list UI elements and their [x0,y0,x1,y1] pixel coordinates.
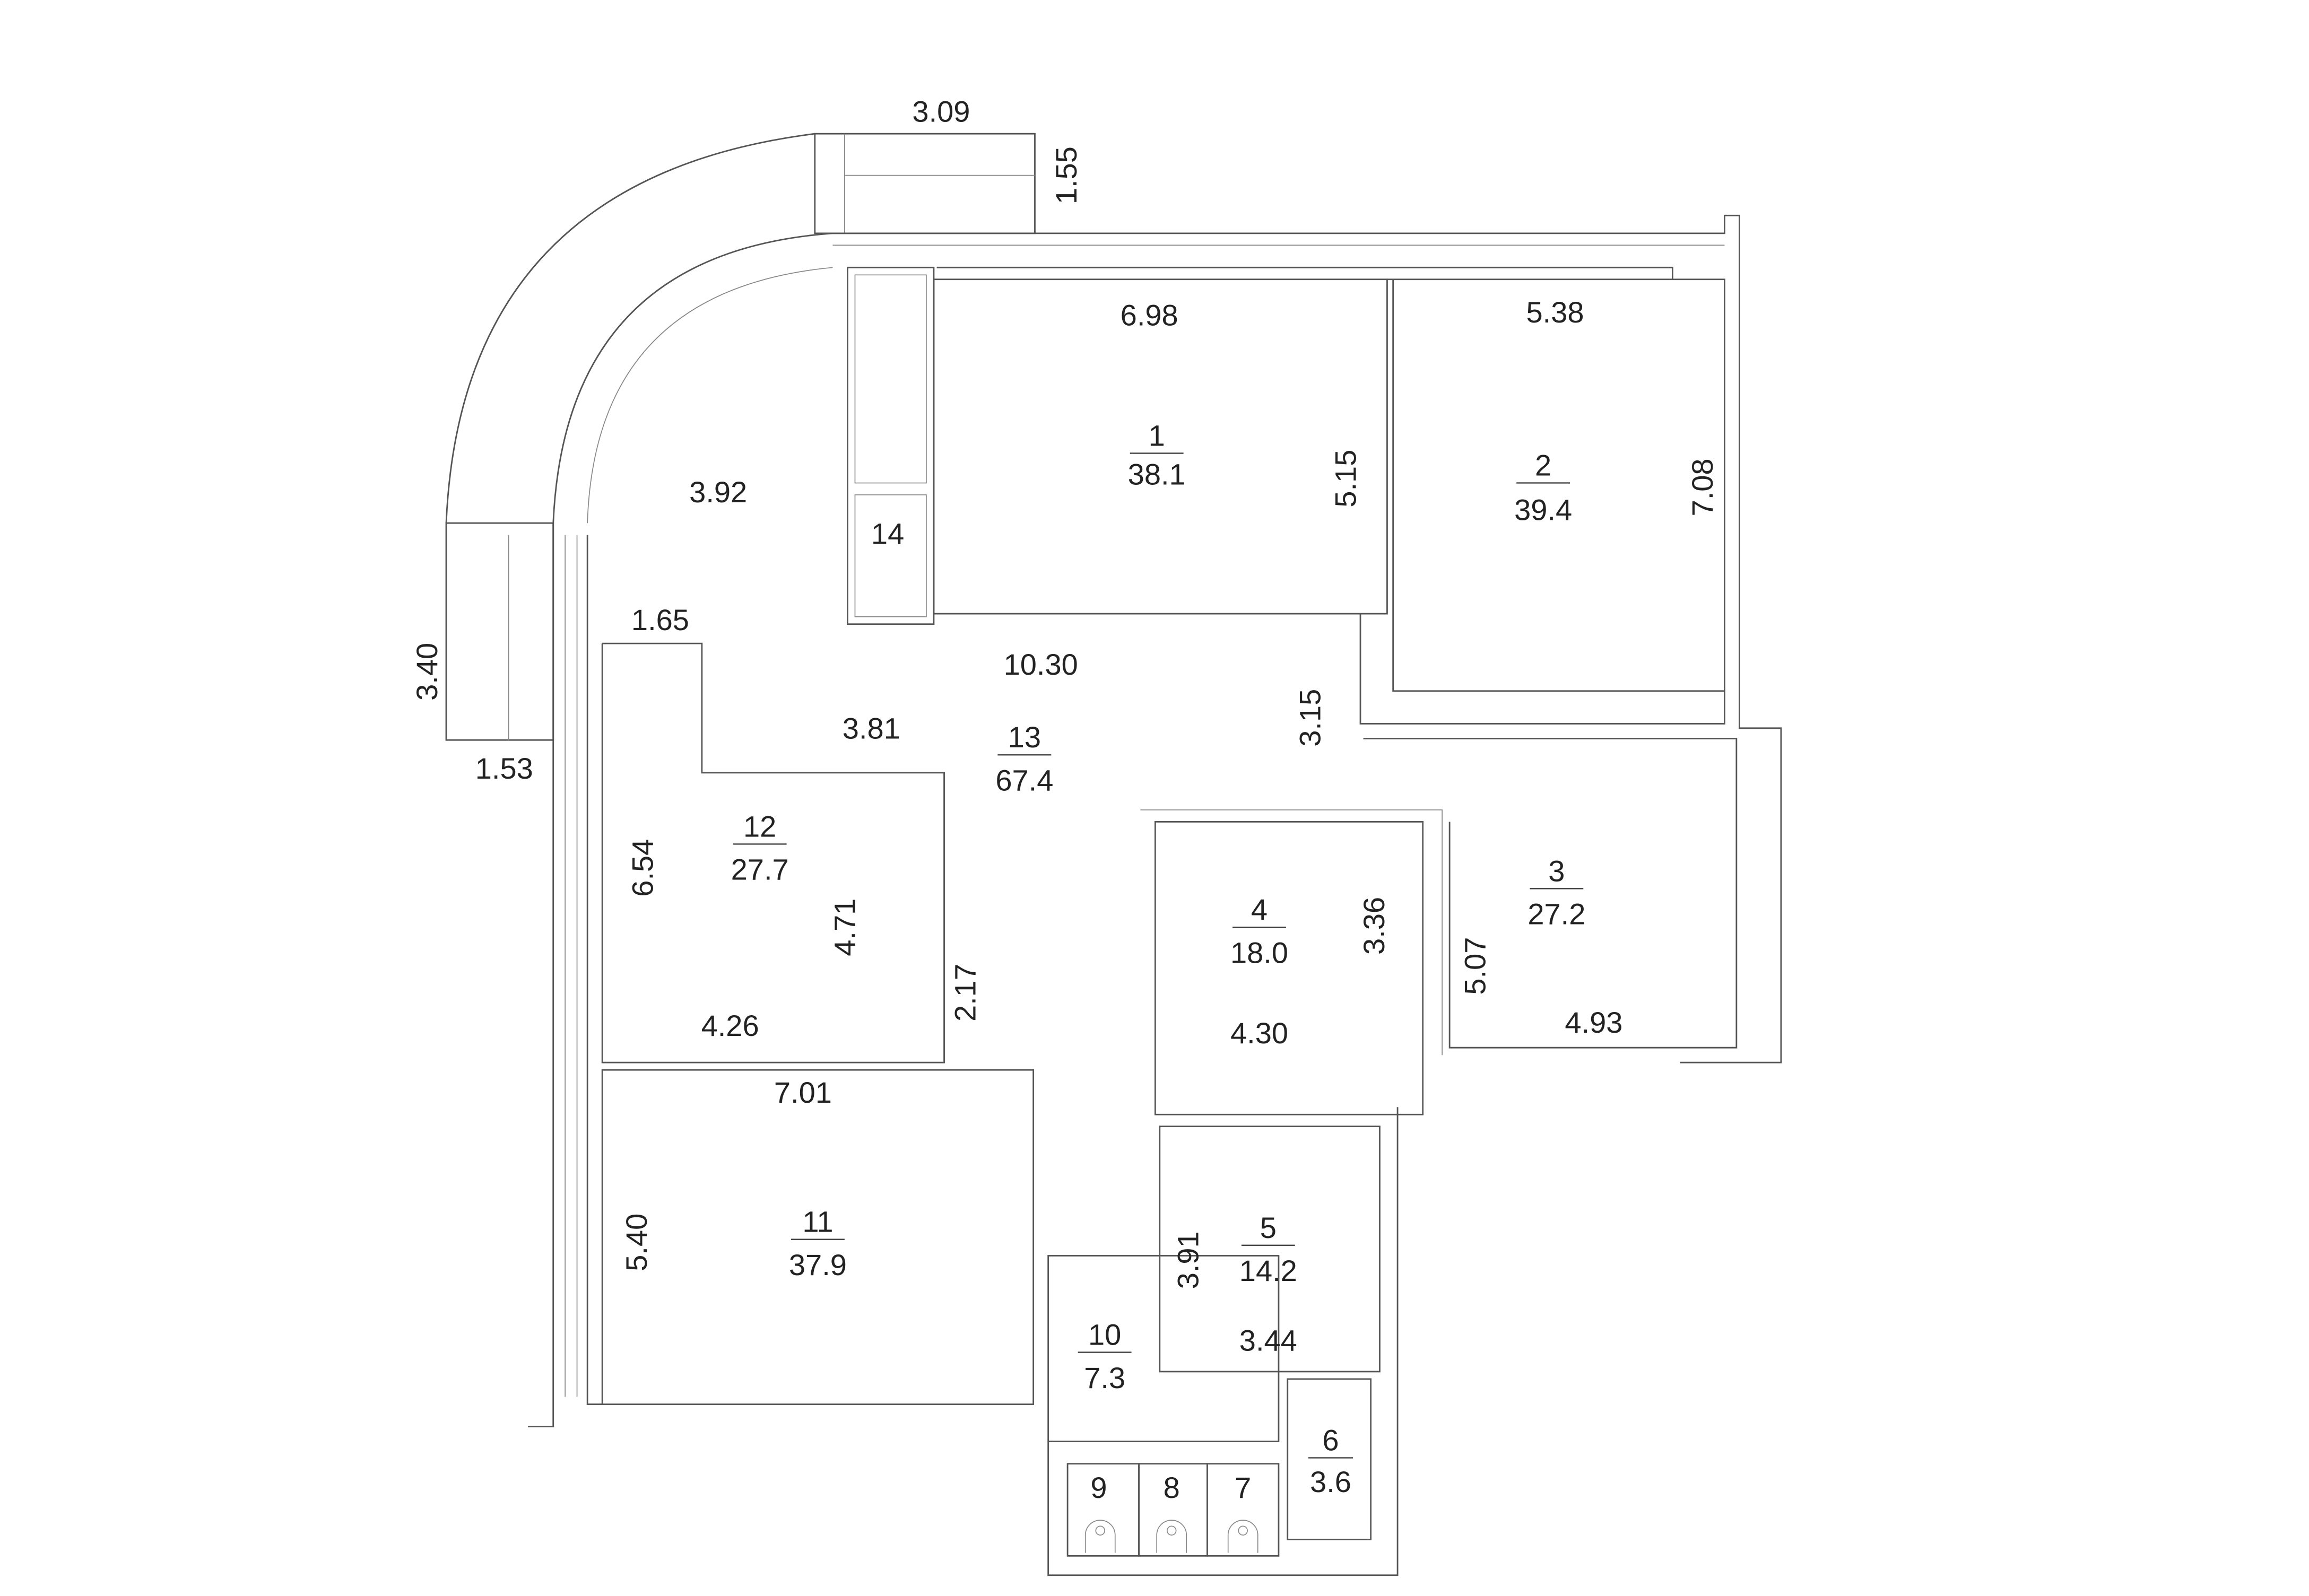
dim-passage: 2.17 [948,964,982,1022]
dim-room12-width: 4.26 [701,1009,759,1042]
dim-room12-top: 3.81 [843,711,900,745]
dim-room2-width: 5.38 [1526,295,1584,329]
room-13-area: 67.4 [995,763,1053,797]
dim-room5-width: 3.44 [1239,1324,1297,1357]
room-10-area: 7.3 [1084,1361,1125,1394]
room-1-area: 38.1 [1128,457,1186,491]
toilet-icon [1227,1520,1258,1553]
dim-balcony-depth: 1.55 [1049,146,1083,204]
dim-hall-length: 10.30 [1004,648,1078,681]
room-7-number: 7 [1235,1471,1251,1504]
room-9-number: 9 [1090,1471,1107,1504]
room-4-area: 18.0 [1230,936,1288,969]
room-6-number: 6 [1322,1423,1339,1457]
dim-side-balcony-width: 1.53 [475,752,533,785]
dim-room4-width: 4.30 [1230,1016,1288,1050]
room-11-area: 37.9 [789,1248,847,1281]
dim-room1-width: 6.98 [1121,299,1178,332]
room-3-number: 3 [1548,854,1565,887]
room-8-number: 8 [1164,1471,1180,1504]
room-5-area: 14.2 [1239,1254,1297,1287]
dim-corridor-width: 3.15 [1293,689,1326,747]
dim-room12-inner: 4.71 [828,899,861,956]
dim-room5-depth: 3.91 [1171,1231,1205,1289]
walls [445,133,1782,1576]
room-1-number: 1 [1149,419,1165,452]
room-4-number: 4 [1251,893,1268,926]
room-13-number: 13 [1008,720,1041,754]
room-12-area: 27.7 [731,853,789,886]
dim-room3-depth: 5.07 [1458,937,1491,995]
dim-room4-depth: 3.36 [1357,897,1391,955]
dim-room1-depth: 5.15 [1329,450,1362,508]
toilet-icon [1156,1520,1187,1553]
dim-hall-arc: 3.92 [689,475,747,509]
room-labels: 1 38.1 2 39.4 3 27.2 4 18.0 5 14.2 6 3.6… [731,419,1586,1505]
room-14-number: 14 [871,517,904,550]
dim-room11-depth: 5.40 [620,1214,653,1271]
room-11-number: 11 [802,1205,833,1239]
dimension-labels: 3.09 1.55 6.98 5.15 5.38 7.08 3.92 1.65 … [410,95,1719,1357]
room-6-area: 3.6 [1310,1465,1351,1498]
room-12-number: 12 [743,809,776,843]
room-2-area: 39.4 [1514,493,1572,527]
dim-room12-depth: 6.54 [626,839,659,897]
toilet-icon [1084,1520,1116,1553]
dim-room11-width: 7.01 [774,1076,832,1109]
dim-balcony-width: 3.09 [912,95,970,128]
dim-room3-width: 4.93 [1565,1006,1622,1039]
room-5-number: 5 [1260,1211,1277,1244]
room-10-number: 10 [1088,1318,1121,1351]
dim-side-balcony-length: 3.40 [410,643,444,701]
dim-hall-step: 1.65 [631,603,689,636]
room-2-number: 2 [1535,449,1551,482]
dim-room2-depth: 7.08 [1686,458,1719,516]
room-3-area: 27.2 [1527,897,1585,931]
